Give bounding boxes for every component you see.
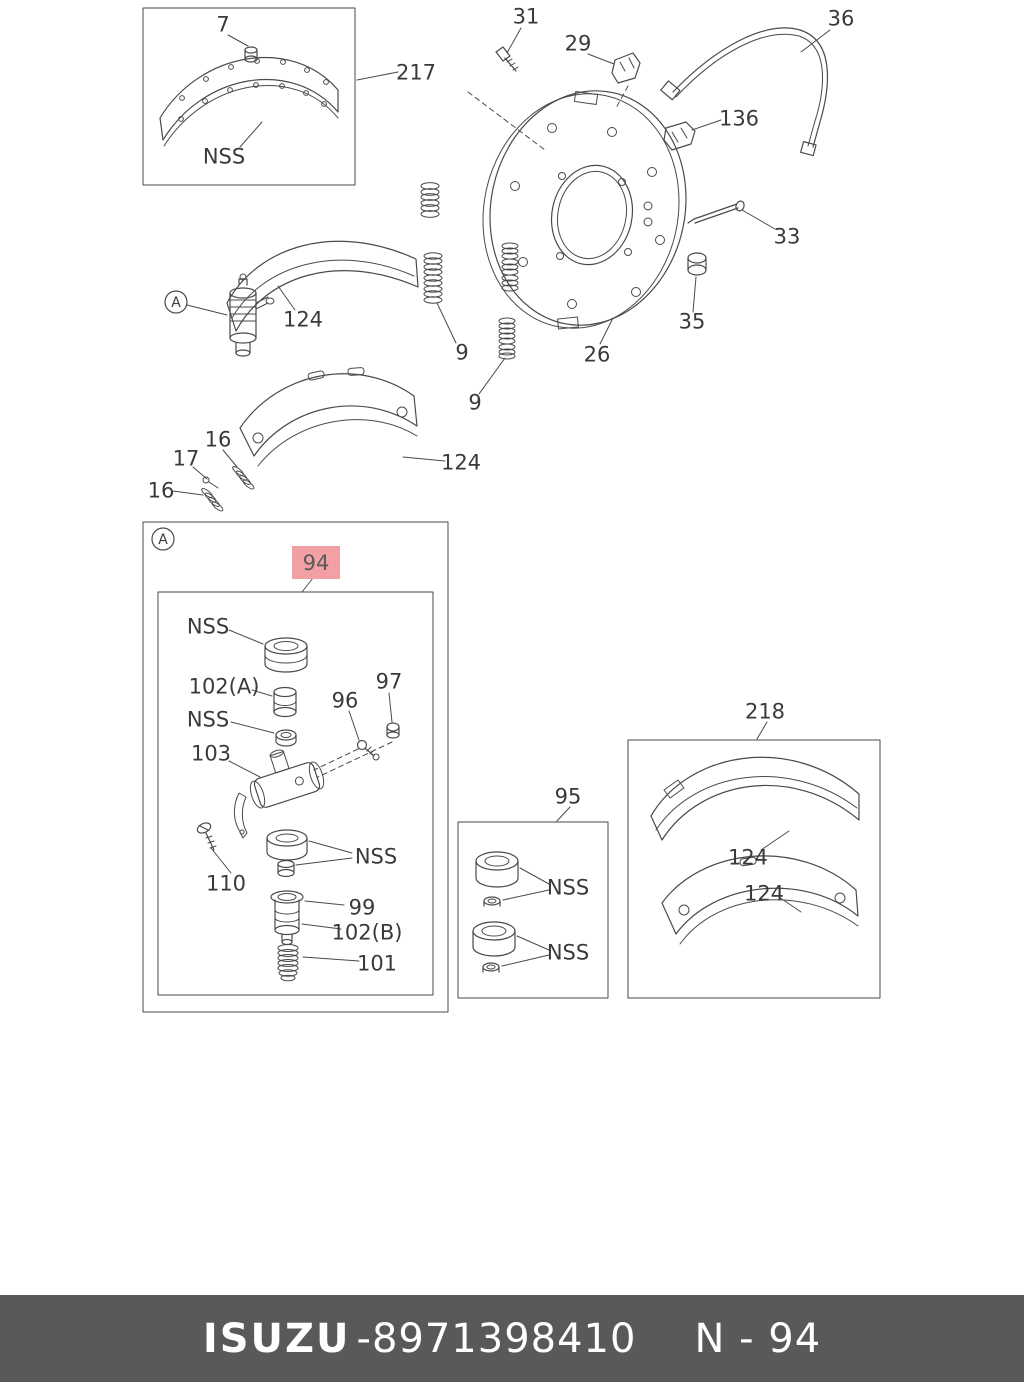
- lining-217-drawing: [142, 7, 356, 186]
- nss-label-217: NSS: [202, 144, 246, 169]
- kit-95-box-drawing: [457, 821, 609, 999]
- detail-box-a: A: [142, 521, 449, 1013]
- part-label-218-124b: 124: [743, 881, 785, 906]
- part-label-217: 217: [395, 60, 437, 85]
- nss-label-95-1: NSS: [546, 875, 590, 900]
- part-label-124b: 124: [440, 450, 482, 475]
- diagram-artwork: A A: [142, 7, 881, 1013]
- part-label-7: 7: [216, 12, 230, 37]
- footer-part-number: 8971398410: [371, 1315, 637, 1362]
- brand-wordmark: ISUZU: [202, 1315, 351, 1362]
- nss-label-95-2: NSS: [546, 940, 590, 965]
- pin-33-drawing: [687, 200, 745, 224]
- part-label-29: 29: [564, 31, 592, 56]
- part-label-9b: 9: [468, 390, 482, 415]
- part-label-95: 95: [554, 784, 582, 809]
- part-label-97: 97: [375, 669, 403, 694]
- spring-9-group-drawing: [420, 182, 519, 360]
- pipe-36-drawing: [660, 27, 829, 157]
- footer-separator: -: [356, 1315, 372, 1362]
- part-label-96: 96: [331, 688, 359, 713]
- part-136-drawing: [663, 121, 696, 151]
- part-31-drawing: [467, 46, 546, 151]
- brake-shoe-124-top-drawing: [226, 240, 419, 332]
- part-label-102a: 102(A): [188, 674, 260, 699]
- brake-shoe-124-bottom-drawing: [239, 367, 418, 467]
- part-label-17: 17: [172, 446, 200, 471]
- wheel-cylinder-assembly-drawing: [229, 273, 275, 357]
- nss-label-94-3: NSS: [354, 844, 398, 869]
- part-label-101: 101: [356, 951, 398, 976]
- shoe-set-218-box-drawing: [627, 739, 881, 999]
- detail-a-label: A: [171, 295, 181, 311]
- part-label-94: 94: [302, 550, 330, 575]
- footer-bar: ISUZU - 8971398410 N - 94: [0, 1295, 1024, 1382]
- footer-page-code: N - 94: [694, 1315, 822, 1362]
- part-label-36: 36: [827, 6, 855, 31]
- backing-plate-26-drawing: [482, 90, 687, 330]
- part-label-16a: 16: [204, 427, 232, 452]
- part-29-drawing: [611, 52, 641, 109]
- part-label-35: 35: [678, 309, 706, 334]
- part-label-99: 99: [348, 895, 376, 920]
- part-7-drawing: [244, 46, 258, 63]
- highlight-94[interactable]: 94: [292, 546, 340, 579]
- detail-a2-label: A: [158, 532, 168, 548]
- leader-lines: [172, 27, 831, 967]
- part-label-136: 136: [718, 106, 760, 131]
- nss-label-94-1: NSS: [186, 614, 230, 639]
- nss-label-94-2: NSS: [186, 707, 230, 732]
- part-label-26: 26: [583, 342, 611, 367]
- parts-16-17-drawing: [201, 466, 255, 512]
- part-label-31: 31: [512, 4, 540, 29]
- part-label-124a: 124: [282, 307, 324, 332]
- part-label-218-124a: 124: [727, 845, 769, 870]
- part-label-16b: 16: [147, 478, 175, 503]
- part-label-9a: 9: [455, 340, 469, 365]
- part-label-110: 110: [205, 871, 247, 896]
- cap-35-drawing: [687, 252, 707, 276]
- part-label-218: 218: [744, 699, 786, 724]
- part-label-103: 103: [190, 741, 232, 766]
- detail-a-marker: A: [164, 290, 188, 314]
- part-label-102b: 102(B): [331, 920, 403, 945]
- part-label-33: 33: [773, 224, 801, 249]
